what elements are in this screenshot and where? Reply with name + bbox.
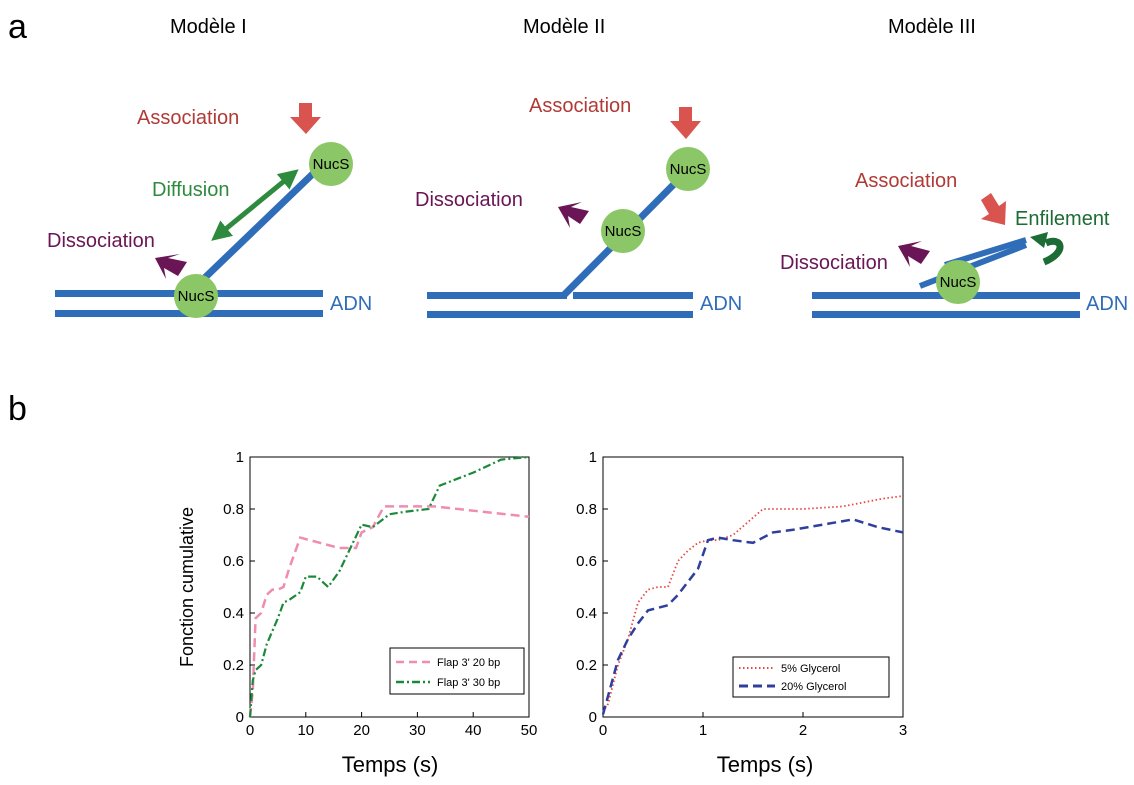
nucs-label: NucS [605,223,642,240]
series-line [248,505,530,718]
y-tick-label: 1 [589,449,597,466]
dna-label: ADN [1086,293,1128,315]
y-axis-label: Fonction cumulative [177,507,197,667]
dna-strand-top-left [427,292,567,299]
y-tick-label: 0.4 [223,605,244,622]
x-tick-label: 1 [699,722,707,739]
dissociation-label: Dissociation [415,189,523,211]
model-1-title: Modèle I [170,16,247,38]
legend-entry: Flap 3' 20 bp [437,657,500,669]
x-tick-label: 50 [521,722,538,739]
model-3-diagram: Association Enfilement Dissociation NucS… [780,170,1128,318]
nucs-protein [936,260,980,304]
x-tick-label: 3 [899,722,907,739]
model-2-title: Modèle II [523,16,605,38]
dissociation-arrow [558,202,589,228]
x-tick-label: 10 [297,722,314,739]
enfilement-arrowhead [1030,232,1048,248]
legend-box [389,647,525,695]
nucs-protein [601,209,645,253]
y-tick-label: 0.2 [576,657,597,674]
diffusion-arrow [211,169,299,241]
dna-strand-bottom [812,311,1080,318]
plot-frame [249,456,530,718]
y-tick-label: 0 [236,709,244,726]
series-line [601,518,904,715]
legend-box [732,656,890,698]
chart-glycerol: 0 1 2 3 0 0.2 0.4 0.6 0.8 1 Temps (s) 5% Glycerol… [576,449,907,777]
dissociation-arrow [155,254,187,279]
dissociation-label: Dissociation [780,252,888,274]
dissociation-arrow [898,241,930,267]
association-arrow [670,107,701,139]
nucs-label: NucS [670,161,707,178]
dissociation-label: Dissociation [47,230,155,252]
y-tick-label: 0.2 [223,657,244,674]
y-tick-label: 0.6 [223,553,244,570]
y-tick-label: 0 [589,709,597,726]
association-label: Association [529,95,631,117]
diffusion-label: Diffusion [152,179,229,201]
enfilement-arrow [1042,237,1064,266]
series-line [602,495,904,713]
y-tick-label: 1 [236,449,244,466]
association-arrow [981,193,1006,225]
nucs-protein [666,147,710,191]
nucs-label: NucS [940,274,977,291]
dna-strand-top-right [573,292,693,299]
x-tick-label: 20 [353,722,370,739]
enfilement-label: Enfilement [1015,208,1110,230]
x-tick-label: 30 [409,722,426,739]
dna-strand-bottom [427,311,693,318]
x-axis-label: Temps (s) [717,752,814,777]
association-label: Association [855,170,957,192]
y-tick-label: 0.4 [576,605,597,622]
legend: 5% Glycerol 20% Glycerol [732,656,890,698]
x-axis-label: Temps (s) [342,752,439,777]
nucs-label: NucS [313,156,350,173]
x-tick-label: 40 [465,722,482,739]
series-line [248,455,530,718]
panel-label-b: b [8,390,27,428]
dna-label: ADN [330,293,372,315]
legend-entry: 20% Glycerol [781,681,846,693]
nucs-protein [309,142,353,186]
y-tick-label: 0.8 [223,501,244,518]
y-tick-label: 0.8 [576,501,597,518]
dna-label: ADN [700,293,742,315]
y-tick-label: 0.6 [576,553,597,570]
model-3-title: Modèle III [888,16,976,38]
nucs-label: NucS [178,288,215,305]
panel-label-a: a [8,8,27,46]
x-tick-label: 2 [799,722,807,739]
association-label: Association [137,107,239,129]
plot-frame [602,456,904,718]
x-tick-label: 0 [246,722,254,739]
legend: Flap 3' 20 bp Flap 3' 30 bp [389,647,525,695]
model-1-diagram: Association Diffusion Dissociation NucS … [47,103,372,318]
nucs-protein [174,274,218,318]
legend-entry: Flap 3' 30 bp [437,677,500,689]
legend-entry: 5% Glycerol [781,663,840,675]
association-arrow [290,103,321,134]
x-tick-label: 0 [599,722,607,739]
model-2-diagram: Association Dissociation NucS NucS ADN [415,95,742,318]
chart-flap-length: 0 10 20 30 40 50 0 0.2 0.4 0.6 0.8 1 Fonction cumul… [177,449,537,777]
